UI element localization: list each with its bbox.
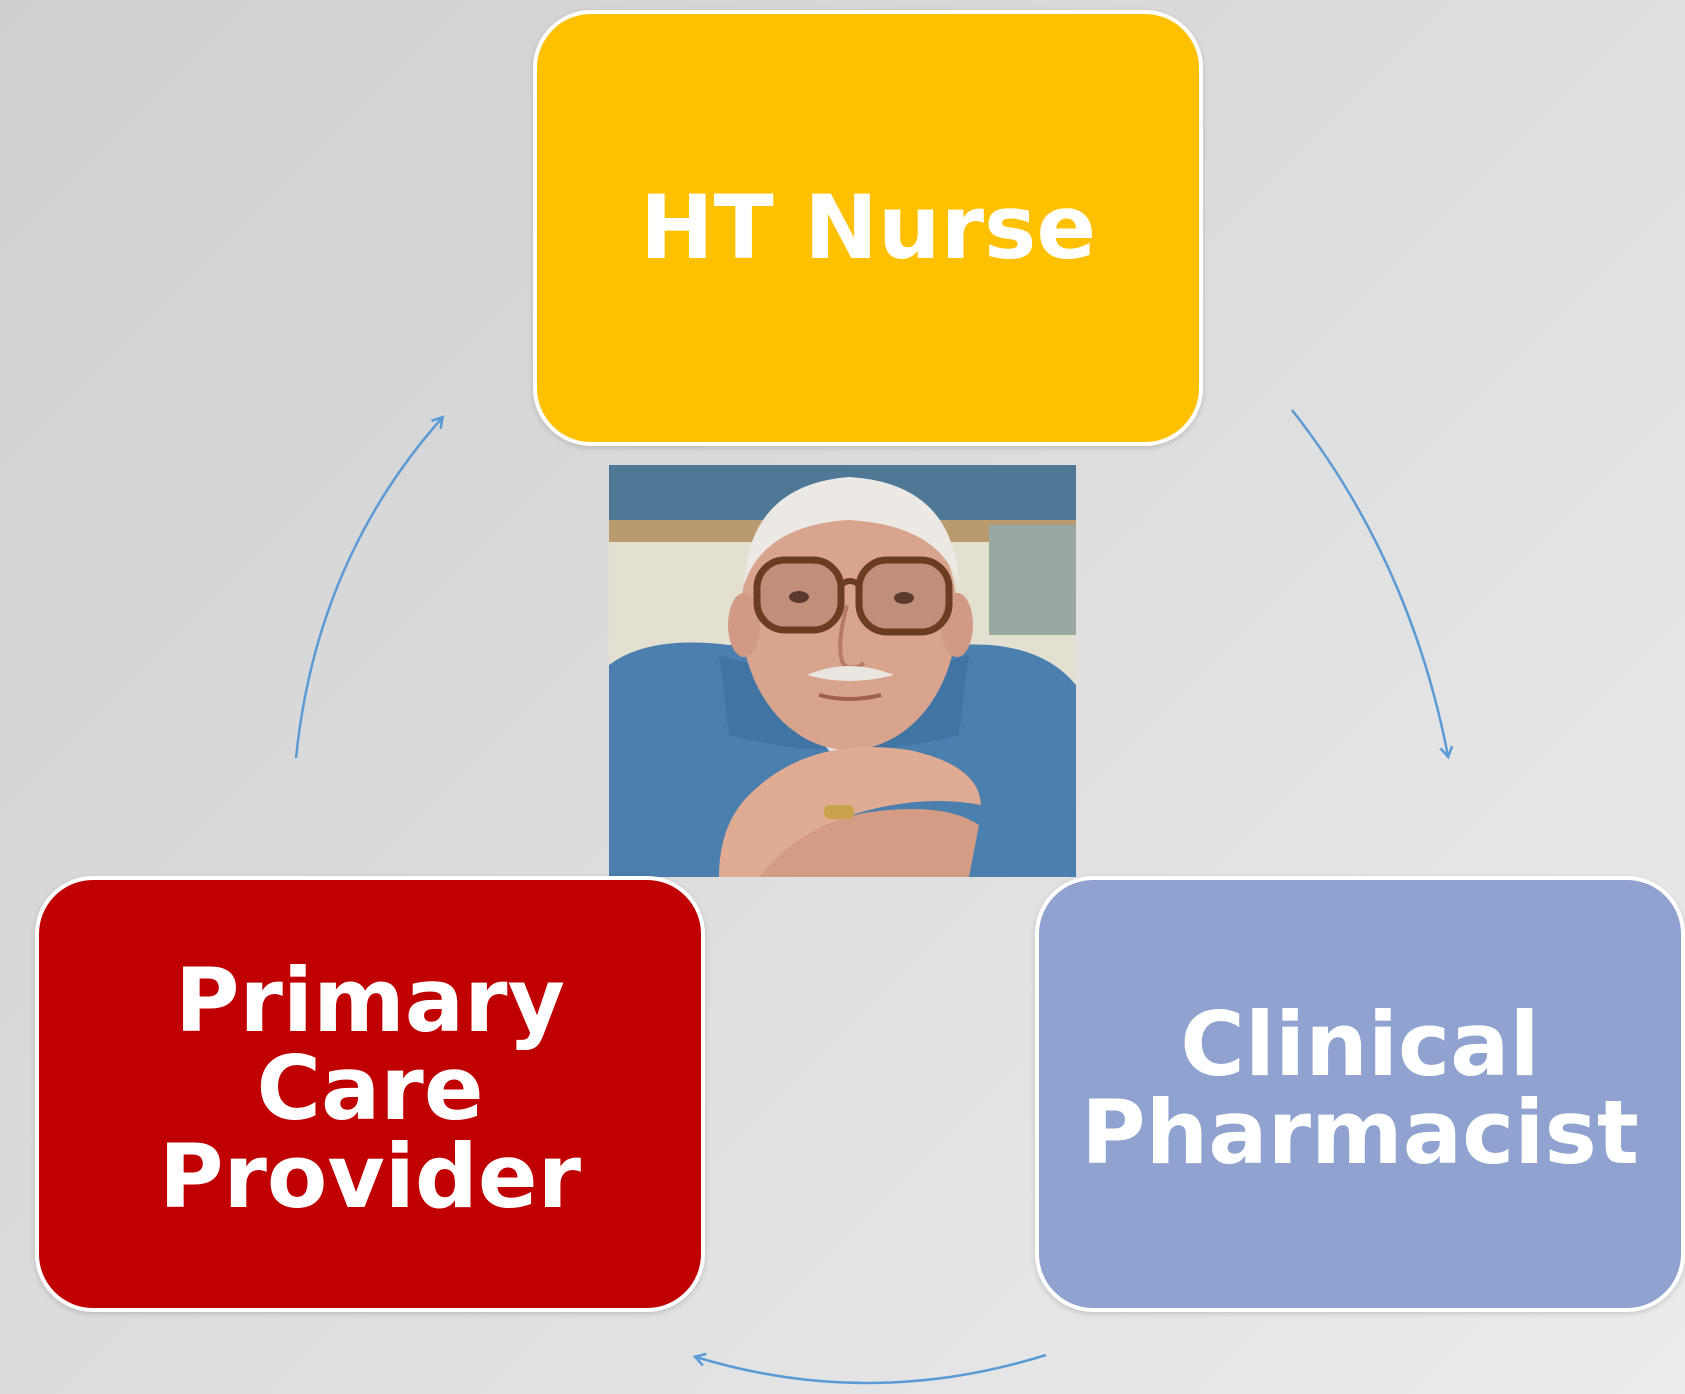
arrow-primary-to-nurse (294, 418, 442, 759)
primary-care-provider-label: Primary Care Provider (159, 949, 581, 1228)
clinical-pharmacist-node: Clinical Pharmacist (1035, 876, 1685, 1312)
ht-nurse-node: HT Nurse (533, 10, 1203, 446)
arrow-nurse-to-pharmacist (1291, 409, 1448, 756)
elderly-man-photo (609, 465, 1076, 877)
clinical-pharmacist-label: Clinical Pharmacist (1081, 993, 1639, 1184)
arrow-pharmacist-to-primary (696, 1355, 1047, 1385)
ht-nurse-label: HT Nurse (639, 176, 1097, 279)
primary-care-provider-node: Primary Care Provider (35, 876, 705, 1312)
